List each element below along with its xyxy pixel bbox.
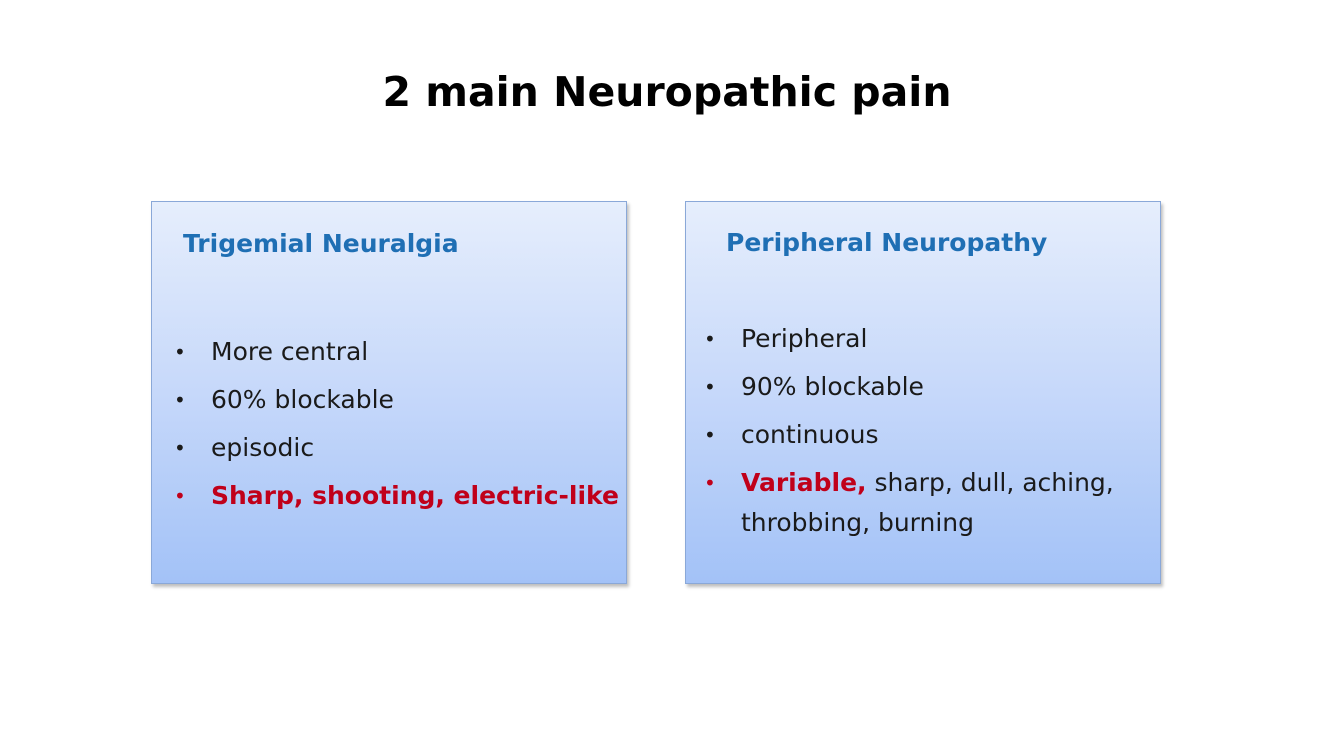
list-item-text: continuous: [741, 420, 879, 449]
list-item-text: sharp, dull, aching, throbbing, burning: [741, 468, 1114, 537]
bullet-icon: •: [174, 340, 186, 364]
bullet-icon: •: [704, 423, 716, 447]
list-item: • Peripheral: [704, 319, 1149, 359]
bullet-icon: •: [174, 484, 186, 508]
list-item: • 90% blockable: [704, 367, 1149, 407]
list-item: • More central: [174, 332, 614, 372]
bullet-icon: •: [704, 375, 716, 399]
bullet-list: • Peripheral • 90% blockable • continuou…: [704, 319, 1149, 551]
slide-title: 2 main Neuropathic pain: [382, 68, 952, 116]
panel-heading: Trigemial Neuralgia: [183, 229, 459, 258]
bullet-icon: •: [704, 327, 716, 351]
panel-heading: Peripheral Neuropathy: [726, 228, 1048, 257]
list-item: • 60% blockable: [174, 380, 614, 420]
list-item-text: 90% blockable: [741, 372, 924, 401]
list-item-text: More central: [211, 337, 369, 366]
bullet-icon: •: [174, 436, 186, 460]
list-item-text: Peripheral: [741, 324, 868, 353]
bullet-icon: •: [704, 471, 716, 495]
bullet-icon: •: [174, 388, 186, 412]
list-item: • episodic: [174, 428, 614, 468]
list-item-text: Sharp, shooting, electric-like: [211, 481, 619, 510]
list-item: • continuous: [704, 415, 1149, 455]
list-item-text: 60% blockable: [211, 385, 394, 414]
bullet-list: • More central • 60% blockable • episodi…: [174, 332, 619, 524]
trigeminal-neuralgia-panel: Trigemial Neuralgia • More central • 60%…: [151, 201, 627, 584]
list-item-highlight: Variable,: [741, 468, 867, 497]
list-item: • Variable, sharp, dull, aching, throbbi…: [704, 463, 1149, 543]
list-item-text: episodic: [211, 433, 315, 462]
peripheral-neuropathy-panel: Peripheral Neuropathy • Peripheral • 90%…: [685, 201, 1161, 584]
list-item: • Sharp, shooting, electric-like: [174, 476, 619, 516]
